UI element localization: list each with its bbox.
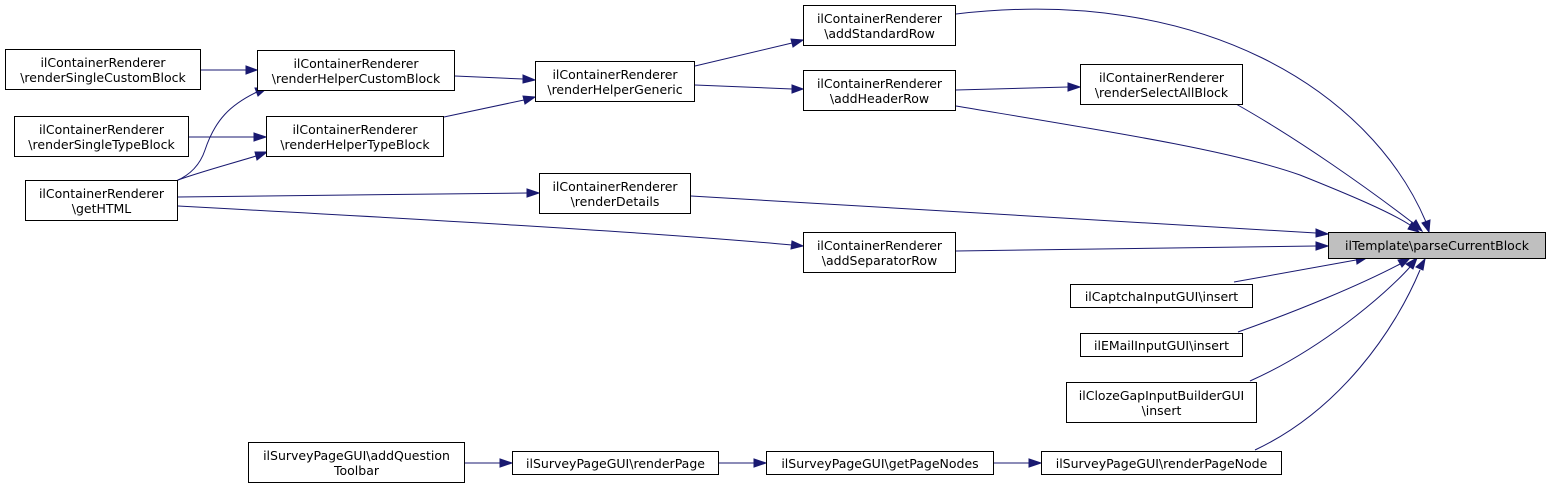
edge-getHTML-renderHelperCustomBlock — [175, 91, 258, 182]
node-label-line1: ilContainerRenderer — [292, 121, 418, 137]
node-label-line2: \insert — [1141, 402, 1182, 418]
node-emailInsert[interactable]: ilEMailInputGUI\insert — [1080, 333, 1243, 357]
arrowhead — [753, 458, 768, 468]
edge-renderHelperGeneric-addHeaderRow — [694, 84, 793, 90]
edge-addHeaderRow-renderSelectAllBlock — [955, 86, 1069, 91]
node-label: ilSurveyPageGUI\renderPage — [526, 455, 705, 471]
node-label-line1: ilContainerRenderer — [552, 178, 678, 194]
edge-addStandardRow-target — [955, 8, 1427, 223]
node-label-line1: ilContainerRenderer — [816, 10, 943, 26]
arrowhead — [1028, 458, 1043, 468]
node-parseCurrentBlock: ilTemplate\parseCurrentBlock — [1328, 232, 1546, 259]
arrowhead — [1067, 82, 1082, 92]
edge-renderHelperCustomBlock-renderHelperGeneric — [454, 75, 524, 80]
node-label-line2: \renderDetails — [570, 193, 660, 209]
node-label-line2: \addHeaderRow — [829, 90, 930, 106]
node-getHTML[interactable]: ilContainerRenderer \getHTML — [25, 180, 178, 221]
edge-renderPageNode-target — [1254, 269, 1421, 451]
edge-getHTML-renderHelperTypeBlock — [177, 155, 257, 181]
edge-renderDetails-target — [690, 195, 1317, 234]
node-label-line1: ilSurveyPageGUI\addQuestion — [263, 447, 450, 463]
node-renderHelperGeneric[interactable]: ilContainerRenderer \renderHelperGeneric — [535, 61, 695, 102]
edge-addHeaderRow-target — [955, 105, 1411, 226]
arrowhead — [253, 132, 268, 142]
node-label: ilTemplate\parseCurrentBlock — [1345, 238, 1529, 253]
edge-renderHelperGeneric-addStandardRow — [694, 42, 793, 67]
node-label: ilSurveyPageGUI\getPageNodes — [781, 455, 979, 471]
node-label-line2: \renderHelperGeneric — [547, 81, 683, 97]
node-label-line1: ilContainerRenderer — [40, 54, 166, 70]
node-renderHelperCustomBlock[interactable]: ilContainerRenderer \renderHelperCustomB… — [257, 50, 455, 91]
arrowhead — [790, 38, 805, 48]
arrowhead — [1315, 228, 1330, 238]
arrowhead — [1407, 221, 1421, 233]
edge-getHTML-renderDetails — [177, 192, 528, 198]
edge-renderSelectAllBlock-target — [1235, 103, 1414, 224]
arrowhead — [245, 65, 259, 75]
node-label-line1: ilContainerRenderer — [293, 55, 419, 71]
arrowhead — [526, 188, 541, 198]
node-label-line2: \renderHelperCustomBlock — [271, 70, 441, 86]
node-renderSingleTypeBlock[interactable]: ilContainerRenderer \renderSingleTypeBlo… — [14, 116, 189, 157]
arrowhead — [522, 95, 537, 105]
node-label-line1: ilContainerRenderer — [1098, 69, 1225, 85]
node-addQuestionToolbar[interactable]: ilSurveyPageGUI\addQuestion Toolbar — [248, 442, 465, 483]
node-label: ilCaptchaInputGUI\insert — [1084, 288, 1239, 304]
arrowhead — [1415, 257, 1426, 271]
arrowhead — [1315, 241, 1330, 251]
node-getPageNodes[interactable]: ilSurveyPageGUI\getPageNodes — [766, 451, 994, 475]
edge-emailInsert-target — [1237, 263, 1401, 333]
arrowhead — [1405, 256, 1418, 270]
node-renderPage[interactable]: ilSurveyPageGUI\renderPage — [512, 451, 719, 475]
node-addStandardRow[interactable]: ilContainerRenderer \addStandardRow — [803, 5, 956, 46]
node-label-line2: \renderHelperTypeBlock — [280, 136, 430, 152]
arrowhead — [1397, 257, 1412, 268]
node-label-line1: ilClozeGapInputBuilderGUI — [1078, 387, 1245, 403]
node-label-line2: \addStandardRow — [824, 25, 935, 41]
arrowhead — [254, 151, 269, 161]
node-addSeparatorRow[interactable]: ilContainerRenderer \addSeparatorRow — [803, 232, 956, 273]
node-clozeInsert[interactable]: ilClozeGapInputBuilderGUI \insert — [1066, 382, 1257, 423]
node-renderDetails[interactable]: ilContainerRenderer \renderDetails — [539, 173, 691, 214]
edge-captchaInsert-target — [1233, 259, 1357, 283]
node-renderSelectAllBlock[interactable]: ilContainerRenderer \renderSelectAllBloc… — [1080, 64, 1243, 105]
arrowhead — [791, 84, 805, 94]
node-addHeaderRow[interactable]: ilContainerRenderer \addHeaderRow — [803, 70, 956, 111]
node-label-line1: ilContainerRenderer — [816, 75, 943, 91]
edge-addSeparatorRow-target — [955, 245, 1317, 252]
node-renderSingleCustomBlock[interactable]: ilContainerRenderer \renderSingleCustomB… — [5, 49, 201, 90]
node-renderHelperTypeBlock[interactable]: ilContainerRenderer \renderHelperTypeBlo… — [266, 116, 444, 157]
node-label-line2: \renderSingleTypeBlock — [28, 136, 175, 152]
node-captchaInsert[interactable]: ilCaptchaInputGUI\insert — [1070, 284, 1253, 308]
edge-renderHelperTypeBlock-renderHelperGeneric — [443, 99, 525, 118]
node-label-line1: ilContainerRenderer — [816, 237, 943, 253]
node-label: ilSurveyPageGUI\renderPageNode — [1055, 455, 1268, 471]
arrowhead — [499, 458, 514, 468]
node-label-line2: Toolbar — [333, 462, 379, 478]
node-label-line1: ilContainerRenderer — [552, 66, 678, 82]
node-label-line2: \renderSelectAllBlock — [1094, 84, 1229, 100]
node-label-line1: ilContainerRenderer — [38, 121, 165, 137]
edge-getHTML-addSeparatorRow — [177, 205, 793, 246]
node-label-line2: \renderSingleCustomBlock — [20, 69, 186, 85]
edge-clozeInsert-target — [1249, 266, 1411, 382]
node-label-line2: \getHTML — [71, 200, 132, 216]
arrowhead — [1421, 219, 1431, 234]
node-label-line2: \addSeparatorRow — [821, 252, 938, 268]
node-label-line1: ilContainerRenderer — [38, 185, 165, 201]
node-label: ilEMailInputGUI\insert — [1094, 337, 1229, 353]
arrowhead — [790, 240, 805, 250]
arrowhead — [522, 74, 537, 84]
node-renderPageNode[interactable]: ilSurveyPageGUI\renderPageNode — [1041, 451, 1282, 475]
